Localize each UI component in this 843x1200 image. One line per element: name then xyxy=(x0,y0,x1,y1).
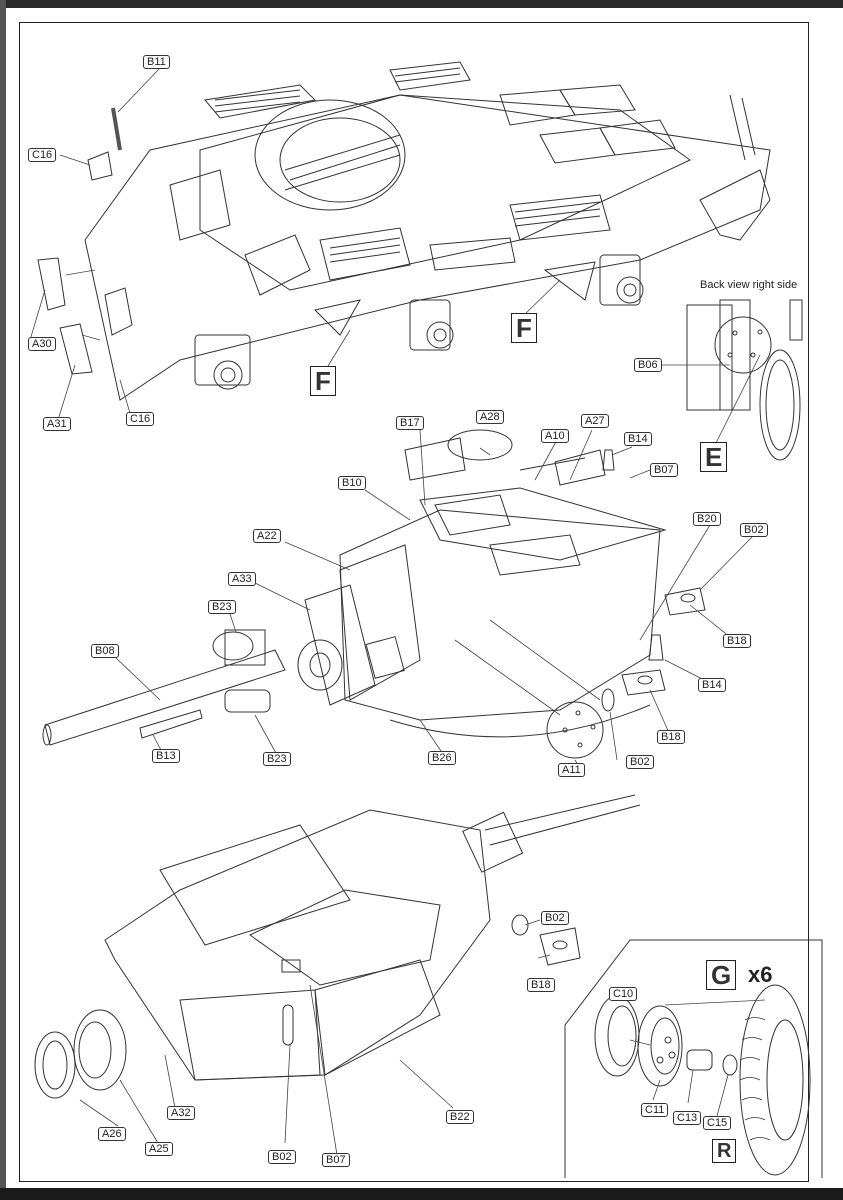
callout-b02-mid: B02 xyxy=(626,755,654,769)
callout-b11: B11 xyxy=(143,55,170,69)
turret-bottom-drawing xyxy=(34,794,641,1099)
callout-b10: B10 xyxy=(338,476,366,490)
callout-c13: C13 xyxy=(673,1111,702,1125)
callout-b14-right: B14 xyxy=(698,678,726,692)
callout-b22: B22 xyxy=(446,1110,474,1124)
callout-b07-bottom: B07 xyxy=(322,1153,350,1167)
callout-a31: A31 xyxy=(43,417,71,431)
callout-c10: C10 xyxy=(609,987,638,1001)
callout-a10: A10 xyxy=(541,429,569,443)
hull-leaders xyxy=(29,67,561,421)
callout-b23-bottom: B23 xyxy=(263,752,291,766)
callout-b26: B26 xyxy=(428,751,456,765)
sub-assembly-f-left: F xyxy=(310,366,336,396)
quantity-multiplier: x6 xyxy=(748,962,773,987)
turret-bottom-leaders xyxy=(79,919,551,1156)
sub-assembly-r: R xyxy=(712,1139,737,1163)
back-view-drawing xyxy=(658,299,803,461)
wheel-inset-drawing xyxy=(564,939,823,1178)
callout-b13: B13 xyxy=(152,749,180,763)
callout-c16-top: C16 xyxy=(28,148,57,162)
callout-b18-lower: B18 xyxy=(527,978,555,992)
callout-a25: A25 xyxy=(145,1142,173,1156)
callout-b18-right: B18 xyxy=(723,634,751,648)
callout-b08: B08 xyxy=(91,644,119,658)
callout-a26: A26 xyxy=(98,1127,126,1141)
callout-a30: A30 xyxy=(28,337,56,351)
callout-b18-mid: B18 xyxy=(657,730,685,744)
back-view-caption: Back view right side xyxy=(700,279,798,291)
callout-b14-top: B14 xyxy=(624,432,652,446)
callout-a28: A28 xyxy=(476,410,504,424)
sub-assembly-e: E xyxy=(700,442,728,472)
callout-a27: A27 xyxy=(581,414,609,428)
callout-a33: A33 xyxy=(228,572,256,586)
scan-edge-top xyxy=(0,0,843,8)
turret-leaders xyxy=(114,429,754,766)
callout-b17: B17 xyxy=(396,416,424,430)
scan-edge-bottom xyxy=(0,1188,843,1200)
wheel-leaders xyxy=(652,1069,729,1117)
callout-b20: B20 xyxy=(693,512,721,526)
hull-drawing xyxy=(37,61,771,401)
scan-edge-left xyxy=(0,0,6,1200)
callout-a22: A22 xyxy=(253,529,281,543)
callout-a32: A32 xyxy=(167,1106,195,1120)
callout-a11: A11 xyxy=(558,763,585,777)
callout-c16-bottom: C16 xyxy=(126,412,155,426)
callout-b02-bottom: B02 xyxy=(268,1150,296,1164)
callout-b23-top: B23 xyxy=(208,600,236,614)
callout-b02-right: B02 xyxy=(740,523,768,537)
callout-c11: C11 xyxy=(641,1103,669,1117)
callout-c15: C15 xyxy=(703,1116,732,1130)
page-frame xyxy=(19,22,809,1182)
callout-b06: B06 xyxy=(634,358,662,372)
turret-drawing xyxy=(42,429,706,759)
callout-b07-top: B07 xyxy=(650,463,678,477)
callout-b02-lower: B02 xyxy=(541,911,569,925)
sub-assembly-g: G xyxy=(706,960,737,990)
sub-assembly-f-right: F xyxy=(511,313,537,343)
